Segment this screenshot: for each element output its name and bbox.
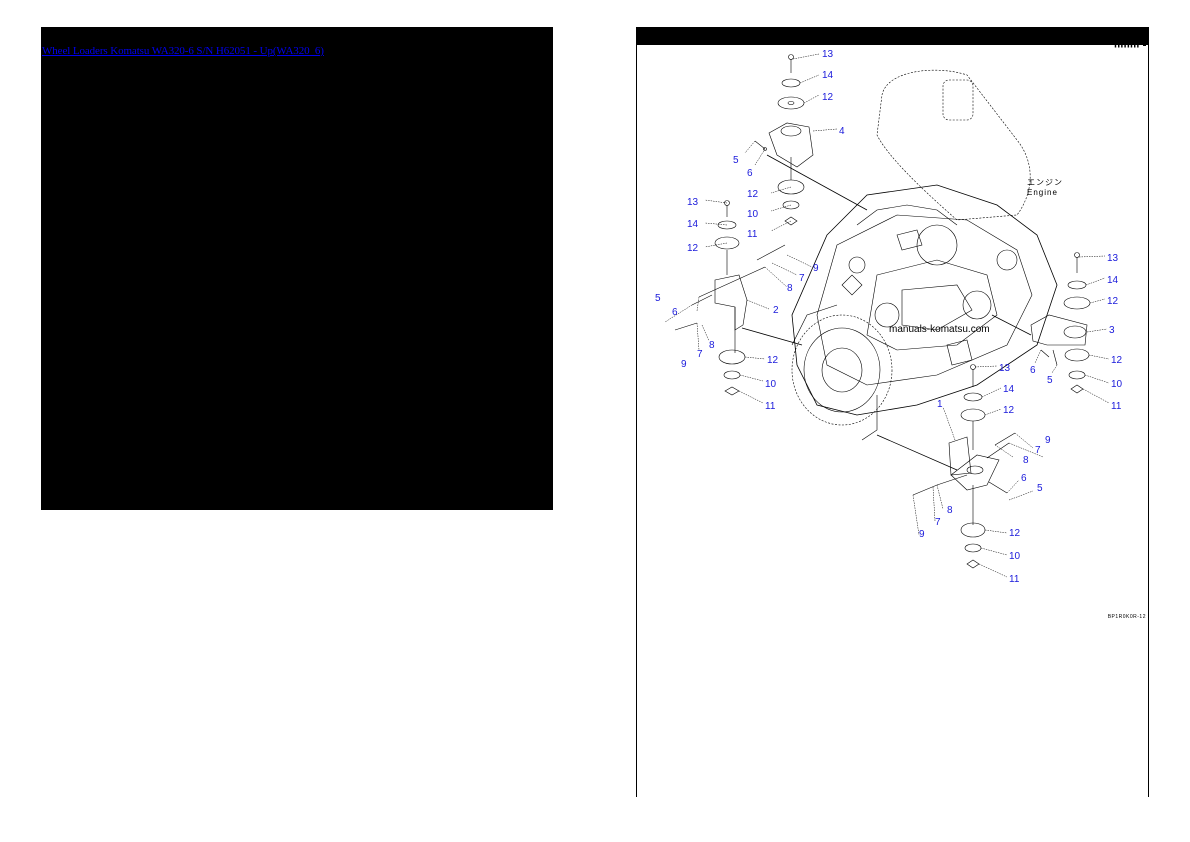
callout-10: 10 bbox=[747, 209, 759, 220]
callout-9: 9 bbox=[813, 263, 819, 274]
watermark-text: manuals-komatsu.com bbox=[889, 324, 990, 335]
callout-12: 12 bbox=[1003, 405, 1015, 416]
callout-8: 8 bbox=[947, 505, 953, 516]
callout-13: 13 bbox=[999, 363, 1011, 374]
callout-12: 12 bbox=[687, 243, 699, 254]
engine-label-en: Engine bbox=[1027, 188, 1058, 197]
callout-12: 12 bbox=[1107, 296, 1119, 307]
callout-14: 14 bbox=[1003, 384, 1015, 395]
callout-6: 6 bbox=[747, 168, 753, 179]
callout-2: 2 bbox=[773, 305, 779, 316]
engine-mount-diagram: 13 14 12 4 5 6 12 13 10 14 11 12 9 7 5 8… bbox=[655, 49, 1123, 585]
left-panel: Wheel Loaders Komatsu WA320-6 S/N H62051… bbox=[41, 27, 553, 510]
header-code: ▮▮▮▮▮▮▮▮ bbox=[1114, 43, 1140, 48]
callout-10: 10 bbox=[1009, 551, 1021, 562]
callout-9: 9 bbox=[919, 529, 925, 540]
callout-6: 6 bbox=[1030, 365, 1036, 376]
callout-11: 11 bbox=[1111, 401, 1122, 412]
engine-label-jp: エンジン bbox=[1027, 178, 1063, 187]
callout-7: 7 bbox=[799, 273, 805, 284]
callout-4: 4 bbox=[839, 126, 845, 137]
callout-5: 5 bbox=[1037, 483, 1043, 494]
figure-code: BP1R0K0R-12 bbox=[1107, 614, 1146, 620]
callout-13: 13 bbox=[687, 197, 699, 208]
callout-3: 3 bbox=[1109, 325, 1115, 336]
callout-7: 7 bbox=[697, 349, 703, 360]
callout-14: 14 bbox=[687, 219, 699, 230]
callout-13: 13 bbox=[1107, 253, 1119, 264]
callout-5: 5 bbox=[733, 155, 739, 166]
parts-diagram-page: ▮▮▮▮▮▮▮▮ bbox=[636, 27, 1149, 797]
callout-12: 12 bbox=[1009, 528, 1021, 539]
callout-10: 10 bbox=[765, 379, 777, 390]
manual-title-link[interactable]: Wheel Loaders Komatsu WA320-6 S/N H62051… bbox=[42, 45, 324, 57]
callout-12: 12 bbox=[747, 189, 759, 200]
callout-9: 9 bbox=[1045, 435, 1051, 446]
callout-10: 10 bbox=[1111, 379, 1123, 390]
callout-8: 8 bbox=[1023, 455, 1029, 466]
callout-6: 6 bbox=[1021, 473, 1027, 484]
callout-1: 1 bbox=[937, 399, 943, 410]
page-header-bar bbox=[637, 27, 1148, 45]
callout-9: 9 bbox=[681, 359, 687, 370]
callout-11: 11 bbox=[747, 229, 758, 240]
callout-12: 12 bbox=[822, 92, 834, 103]
callout-5: 5 bbox=[1047, 375, 1053, 386]
callout-12: 12 bbox=[767, 355, 779, 366]
callout-6: 6 bbox=[672, 307, 678, 318]
callout-11: 11 bbox=[765, 401, 776, 412]
callout-12: 12 bbox=[1111, 355, 1123, 366]
callout-7: 7 bbox=[935, 517, 941, 528]
muffler-outline bbox=[876, 69, 1031, 221]
callout-14: 14 bbox=[1107, 275, 1119, 286]
callout-11: 11 bbox=[1009, 574, 1020, 585]
callout-8: 8 bbox=[787, 283, 793, 294]
header-tick-mark bbox=[1143, 45, 1146, 46]
callout-7: 7 bbox=[1035, 445, 1041, 456]
callout-14: 14 bbox=[822, 70, 834, 81]
callout-13: 13 bbox=[822, 49, 834, 60]
callout-5: 5 bbox=[655, 293, 661, 304]
callout-8: 8 bbox=[709, 340, 715, 351]
